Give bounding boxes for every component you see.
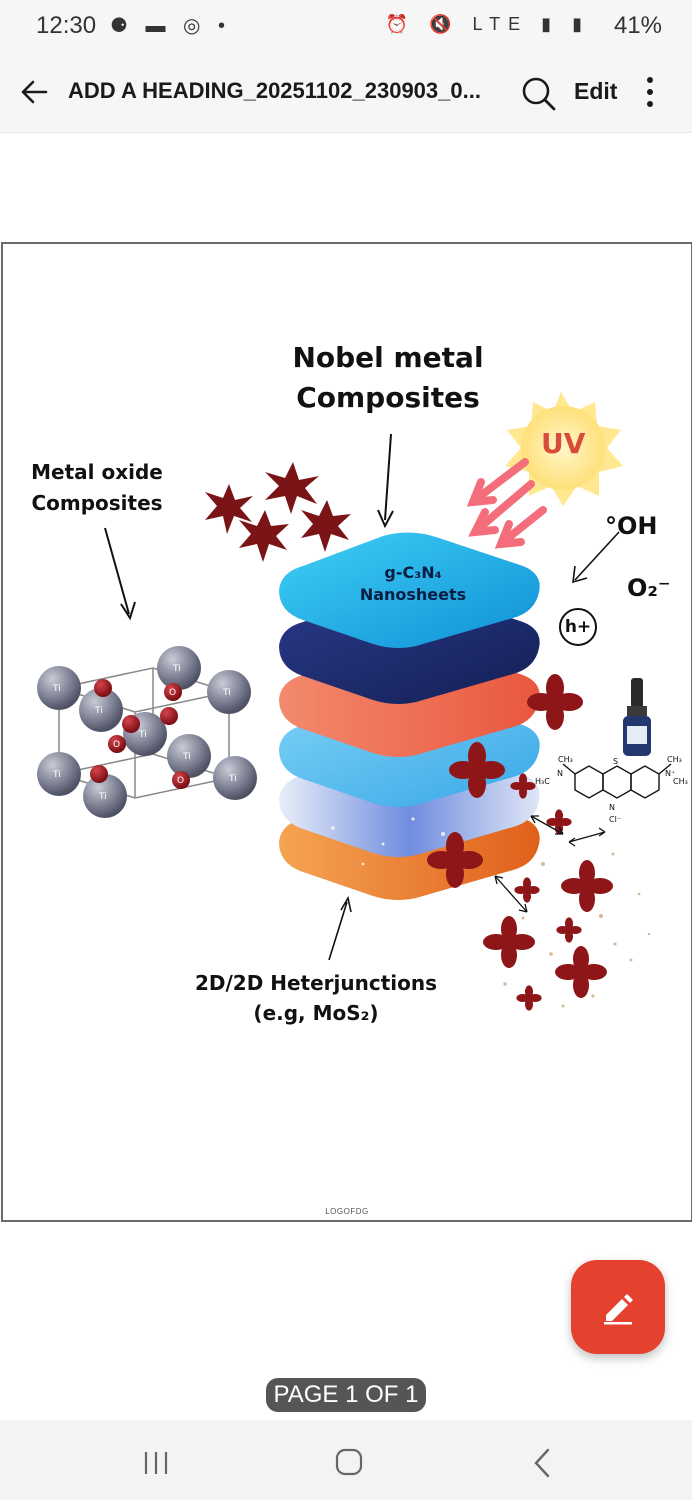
svg-text:Ti: Ti — [228, 774, 237, 784]
page-indicator: PAGE 1 OF 1 — [266, 1378, 426, 1412]
back-arrow-icon — [21, 80, 48, 104]
battery-level: 41% — [613, 12, 662, 39]
heading-nobel-metal: Nobel metal Composites — [292, 341, 484, 414]
svg-text:Ti: Ti — [94, 706, 103, 716]
system-status-icons: ⏰ 🔇 LTE ▮ ▮ — [385, 14, 590, 34]
svg-text:H₃C: H₃C — [535, 777, 550, 786]
search-button[interactable] — [519, 74, 559, 114]
svg-text:Ti: Ti — [172, 664, 181, 674]
svg-text:CH₃: CH₃ — [558, 755, 573, 764]
svg-text:S: S — [613, 757, 618, 766]
more-vert-icon — [647, 77, 653, 107]
recent-apps-icon — [144, 1452, 168, 1474]
pointer-arrow — [572, 531, 620, 584]
home-button[interactable] — [335, 1448, 363, 1476]
svg-text:Ti: Ti — [98, 792, 107, 802]
recent-apps-button[interactable] — [142, 1450, 170, 1476]
sun-icon — [505, 392, 623, 506]
system-nav-bar — [0, 1420, 692, 1500]
metal-nanoparticles — [205, 462, 351, 562]
interaction-arrows — [494, 815, 606, 913]
pointer-arrow — [328, 895, 352, 961]
status-bar: 12:30 ⚈ ▬ ◎ • ⏰ 🔇 LTE ▮ ▮ 41% — [0, 0, 692, 52]
svg-text:O: O — [177, 776, 184, 786]
pointer-arrow — [377, 433, 394, 529]
svg-text:N: N — [609, 803, 615, 812]
uv-arrows — [466, 458, 547, 549]
pencil-icon — [604, 1294, 633, 1325]
svg-text:Ti: Ti — [182, 752, 191, 762]
label-hole: h+ — [559, 608, 597, 646]
svg-text:Cl⁻: Cl⁻ — [609, 815, 621, 824]
svg-text:N: N — [557, 769, 563, 778]
footer-logo: LOGOFDG — [325, 1207, 369, 1216]
label-hydroxyl: °OH — [605, 512, 658, 540]
svg-text:CH₃: CH₃ — [667, 755, 682, 764]
svg-text:CH₃: CH₃ — [673, 777, 688, 786]
svg-text:O: O — [169, 688, 176, 698]
svg-text:N⁺: N⁺ — [665, 769, 675, 778]
methylene-blue-structure — [562, 763, 672, 799]
dye-molecules — [427, 674, 613, 1011]
dye-bottle-icon — [623, 678, 651, 756]
label-metal-oxide: Metal oxide Composites — [31, 460, 163, 515]
svg-text:O: O — [113, 740, 120, 750]
system-back-button[interactable] — [532, 1448, 552, 1478]
pointer-arrow — [104, 527, 136, 621]
app-bar: ADD A HEADING_20251102_230903_0... Edit — [0, 52, 692, 133]
edit-button[interactable]: Edit — [574, 78, 618, 104]
svg-text:Ti: Ti — [52, 770, 61, 780]
document-title: ADD A HEADING_20251102_230903_0... — [68, 78, 481, 103]
more-options-button[interactable] — [636, 72, 664, 112]
label-superoxide: O₂⁻ — [627, 574, 671, 602]
edit-fab-button[interactable] — [571, 1260, 665, 1354]
chevron-left-icon — [534, 1448, 550, 1478]
home-icon — [335, 1448, 363, 1476]
status-time: 12:30 — [36, 12, 97, 39]
label-uv: UV — [541, 427, 586, 460]
svg-text:Ti: Ti — [52, 684, 61, 694]
search-icon — [522, 77, 556, 111]
svg-text:Ti: Ti — [138, 730, 147, 740]
label-heterojunction: 2D/2D Heterjunctions (e.g, MoS₂) — [194, 971, 438, 1025]
svg-text:Ti: Ti — [222, 688, 231, 698]
notification-icons: ⚈ ▬ ◎ • — [110, 15, 232, 37]
degradation-particles — [503, 852, 651, 1008]
label-gcn-nanosheets: g-C₃N₄ Nanosheets — [359, 563, 467, 604]
back-button[interactable] — [16, 72, 56, 112]
